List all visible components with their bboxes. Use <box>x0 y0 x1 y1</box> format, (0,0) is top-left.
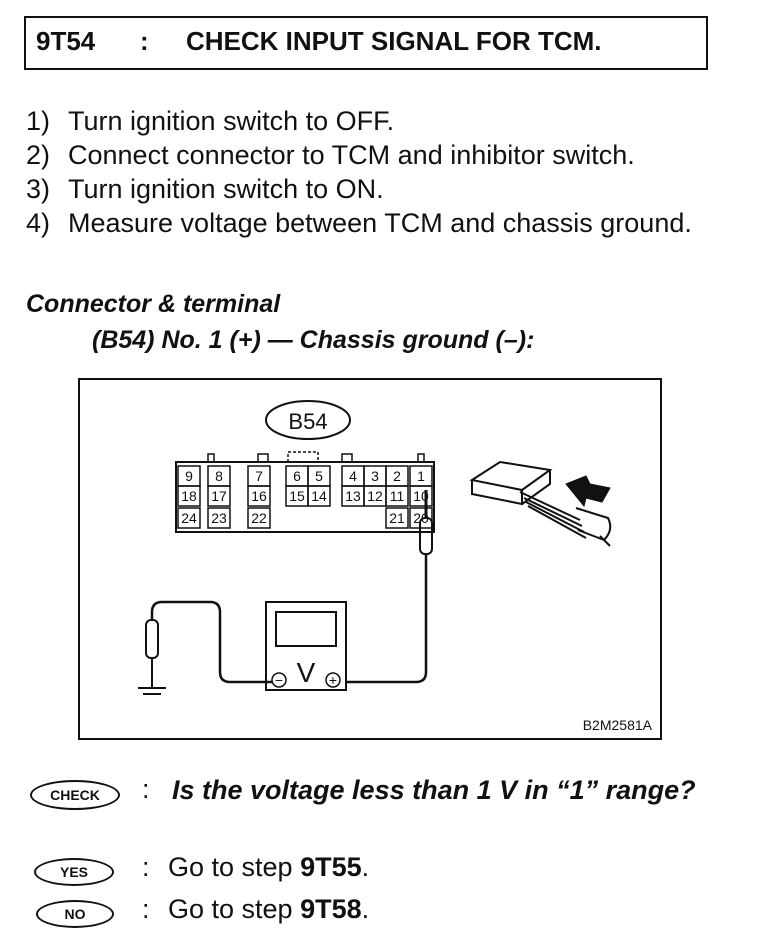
figure-id: B2M2581A <box>583 717 653 733</box>
connector-latch <box>257 453 269 463</box>
connector-pin-label: 9 <box>185 468 193 484</box>
connector-latch <box>341 453 353 463</box>
step-text: Connect connector to TCM and inhibitor s… <box>68 140 635 170</box>
connector-pin-label: 16 <box>251 488 267 504</box>
step-number: 4) <box>26 208 51 238</box>
connector-pin-cell <box>207 485 231 507</box>
connector-pin-label: 24 <box>181 510 197 526</box>
connector-pin-label: 3 <box>371 468 379 484</box>
negative-terminal <box>271 672 287 688</box>
connector-pin-label: 15 <box>289 488 305 504</box>
step-text: Turn ignition switch to ON. <box>68 174 384 204</box>
negative-lead <box>150 600 272 684</box>
connector-pin-cell <box>247 485 271 507</box>
connector-latch <box>287 451 319 463</box>
connector-pin-cell <box>385 485 409 507</box>
connector-pin-label: 8 <box>215 468 223 484</box>
connector-pin-cell <box>207 507 231 529</box>
yes-answer-text: Go to step <box>168 852 293 882</box>
yes-colon: : <box>142 852 150 882</box>
check-badge: CHECK <box>30 780 120 810</box>
connector-pin-label: 21 <box>389 510 405 526</box>
yes-target-step: 9T55 <box>300 852 362 882</box>
procedure-step-2: 2) Connect connector to TCM and inhibitor… <box>26 138 635 172</box>
positive-lead <box>346 554 428 684</box>
yes-answer: Go to step 9T55. <box>168 852 369 883</box>
connector-pin-cell <box>247 507 271 529</box>
connector-spec: (B54) No. 1 (+) — Chassis ground (–): <box>92 326 535 354</box>
step-code: 9T54 <box>36 26 96 56</box>
step-title: CHECK INPUT SIGNAL FOR TCM. <box>186 26 602 56</box>
connector-pin-label: 7 <box>255 468 263 484</box>
connector-label-ellipse <box>265 400 351 440</box>
negative-probe <box>145 619 159 659</box>
connector-pin-label: 18 <box>181 488 197 504</box>
connector-pin-label: 11 <box>390 488 405 504</box>
positive-symbol: + <box>329 672 337 688</box>
connector-pin-label: 22 <box>251 510 267 526</box>
no-badge: NO <box>36 900 114 928</box>
step-text: Measure voltage between TCM and chassis … <box>68 208 692 238</box>
connector-pin-label: 23 <box>211 510 227 526</box>
no-colon: : <box>142 894 150 924</box>
connector-latch <box>417 453 425 463</box>
connector-pin-label: 6 <box>293 468 301 484</box>
check-question: Is the voltage less than 1 V in “1” rang… <box>172 775 696 805</box>
connector-latch <box>207 453 215 463</box>
connector-label: B54 <box>288 409 327 434</box>
arrow-icon <box>565 475 611 508</box>
connector-pin-cell <box>385 507 409 529</box>
connector-body <box>175 461 435 533</box>
connector-pin-label: 2 <box>393 468 401 484</box>
step-title-box: 9T54 : CHECK INPUT SIGNAL FOR TCM. <box>24 16 708 70</box>
connector-pin-label: 5 <box>315 468 323 484</box>
connector-pin-label: 13 <box>345 488 361 504</box>
connector-pin-cell <box>177 507 201 529</box>
no-answer: Go to step 9T58. <box>168 894 369 925</box>
negative-symbol: − <box>275 672 283 688</box>
procedure-step-1: 1) Turn ignition switch to OFF. <box>26 104 394 138</box>
connector-pin-label: 17 <box>211 488 227 504</box>
step-number: 1) <box>26 106 51 136</box>
voltmeter-body <box>265 601 347 691</box>
no-answer-text: Go to step <box>168 894 293 924</box>
voltmeter-symbol: V <box>297 657 316 688</box>
yes-answer-end: . <box>361 852 370 882</box>
yes-badge: YES <box>34 858 114 886</box>
no-target-step: 9T58 <box>300 894 362 924</box>
no-answer-end: . <box>361 894 370 924</box>
connector-pin-cell <box>409 485 433 507</box>
voltmeter-display <box>275 611 337 647</box>
connector-pin-label: 12 <box>367 488 383 504</box>
step-number: 3) <box>26 174 51 204</box>
connector-pin-cell <box>307 485 331 507</box>
connector-pin-label: 4 <box>349 468 357 484</box>
procedure-step-4: 4) Measure voltage between TCM and chassi… <box>26 206 710 240</box>
connector-pin-label: 14 <box>311 488 327 504</box>
connector-heading: Connector & terminal <box>26 290 281 318</box>
connector-pin-cell <box>177 485 201 507</box>
positive-terminal <box>325 672 341 688</box>
connector-inset-illustration <box>469 460 612 547</box>
step-code-separator: : <box>140 26 149 56</box>
procedure-step-3: 3) Turn ignition switch to ON. <box>26 172 384 206</box>
check-colon: : <box>142 774 150 804</box>
connector-pin-label: 1 <box>417 468 425 484</box>
step-text: Turn ignition switch to OFF. <box>68 106 395 136</box>
step-number: 2) <box>26 140 51 170</box>
